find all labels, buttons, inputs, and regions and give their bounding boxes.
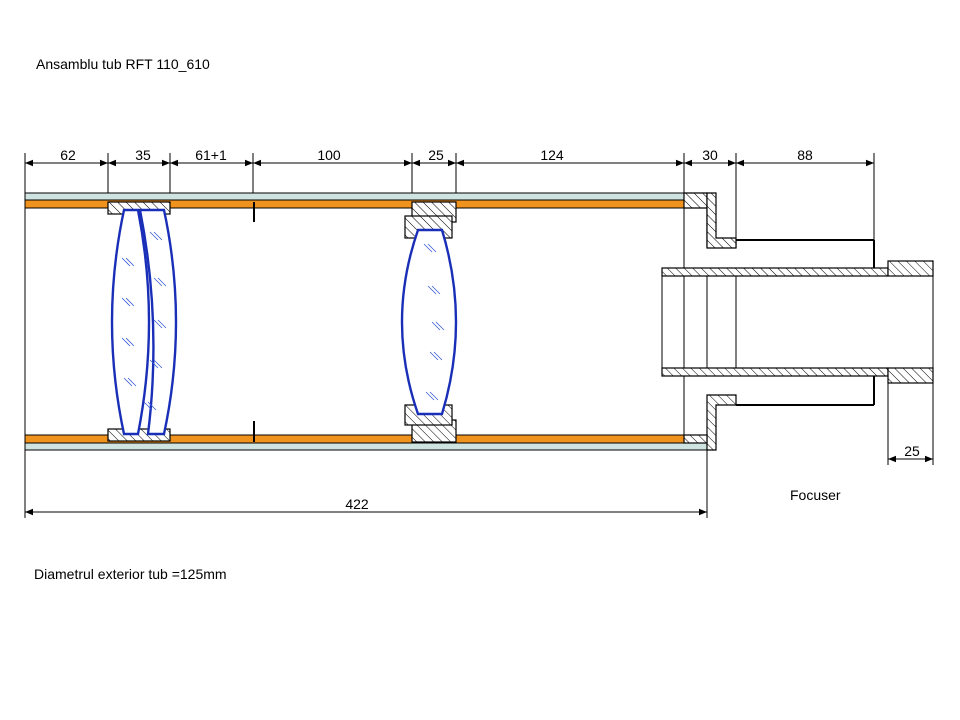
dimension-label: 61+1 <box>195 147 227 163</box>
corrector-element <box>400 228 458 416</box>
glass-hatching <box>121 231 167 411</box>
glass-hatching <box>423 243 445 401</box>
dimension-label: 100 <box>317 147 341 163</box>
dimension-label: 35 <box>135 147 151 163</box>
top-dimension-chain: 62 35 61+1 100 25 124 30 88 <box>24 147 875 240</box>
rear-flange <box>683 192 737 451</box>
dimension-label: 124 <box>540 147 564 163</box>
rear-flange-bottom <box>706 394 737 451</box>
overall-length-label: 422 <box>345 496 369 512</box>
dimension-label: 88 <box>797 147 813 163</box>
drawtube-end-top <box>887 260 934 277</box>
focuser-label: Focuser <box>790 487 841 503</box>
drawtube-end-dimension: 25 <box>887 376 934 465</box>
drawtube-end-bottom <box>887 367 934 384</box>
drawtube-end-label: 25 <box>904 443 920 459</box>
focuser-drawtube <box>661 260 934 384</box>
drawtube-wall-bottom <box>661 367 889 377</box>
dimension-label: 62 <box>60 147 76 163</box>
dimension-label: 25 <box>428 147 444 163</box>
objective-front-element <box>110 208 151 436</box>
tube-outer-skin-bottom <box>24 442 708 451</box>
focuser-body <box>706 239 875 406</box>
drawing-title: Ansamblu tub RFT 110_610 <box>36 56 210 72</box>
rear-flange-top <box>706 192 737 249</box>
tube-diameter-note: Diametrul exterior tub =125mm <box>34 566 227 582</box>
corrector-lens-cell <box>400 201 458 443</box>
rear-flange-bottom-lip <box>683 434 708 444</box>
dimension-label: 30 <box>702 147 718 163</box>
objective-rear-element <box>138 208 178 436</box>
overall-length-dimension: 422 <box>24 450 708 518</box>
objective-lens-cell <box>107 201 178 442</box>
tube-outer-skin-top <box>24 192 708 201</box>
drawtube-wall-top <box>661 267 889 277</box>
